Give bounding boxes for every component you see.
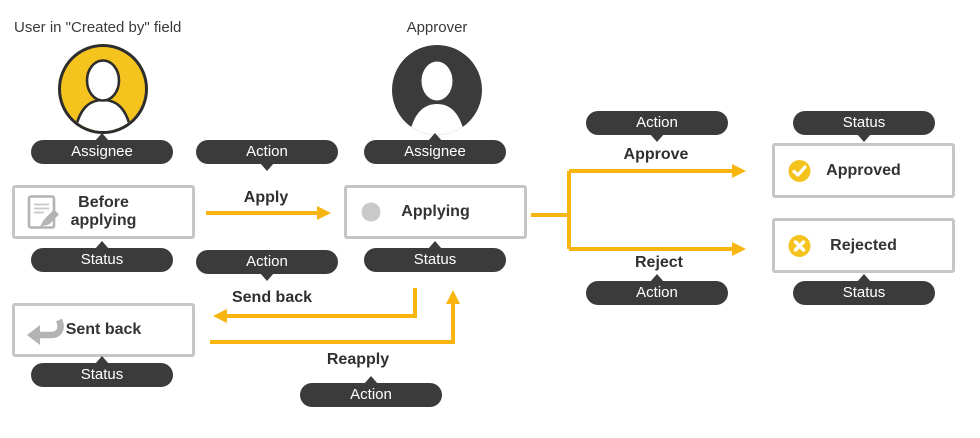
approver-avatar-icon [392,45,482,135]
status-pill-sent-back: Status [31,363,173,387]
status-title-sent-back: Sent back [65,321,142,339]
status-title-applying: Applying [401,203,470,221]
approve-arrow [569,164,746,178]
reapply-action-label: Reapply [326,351,390,368]
apply-arrow [206,206,331,220]
assignee-pill-approver: Assignee [364,140,506,164]
assignee-pill-creator: Assignee [31,140,173,164]
status-title-rejected: Rejected [830,236,897,254]
return-arrow-icon [27,318,64,345]
apply-action-label: Apply [243,189,289,206]
action-pill-send-back: Action [196,250,338,274]
status-box-approved: Approved [772,143,955,198]
status-box-rejected: Rejected [772,218,955,273]
check-circle-icon [788,159,811,182]
action-pill-approve: Action [586,111,728,135]
action-pill-reapply: Action [300,383,442,407]
reject-action-label: Reject [634,254,684,271]
status-pill-before-applying: Status [31,248,173,272]
branch-connector [531,171,571,249]
approve-action-label: Approve [623,146,689,163]
status-box-sent-back: Sent back [12,303,195,357]
status-title-before-applying: Before applying [70,194,137,229]
created-by-avatar-icon [58,44,148,134]
send-back-action-label: Send back [231,289,313,306]
created-by-field-label: User in "Created by" field [14,19,182,36]
status-box-before-applying: Before applying [12,185,195,239]
status-title-approved: Approved [826,161,901,179]
cross-circle-icon [788,234,811,257]
gray-dot-icon [361,202,381,222]
status-pill-rejected: Status [793,281,935,305]
status-pill-approved: Status [793,111,935,135]
action-pill-apply: Action [196,140,338,164]
status-pill-applying: Status [364,248,506,272]
status-box-applying: Applying [344,185,527,239]
action-pill-reject: Action [586,281,728,305]
document-edit-icon [27,195,59,229]
approver-label: Approver [406,19,468,36]
